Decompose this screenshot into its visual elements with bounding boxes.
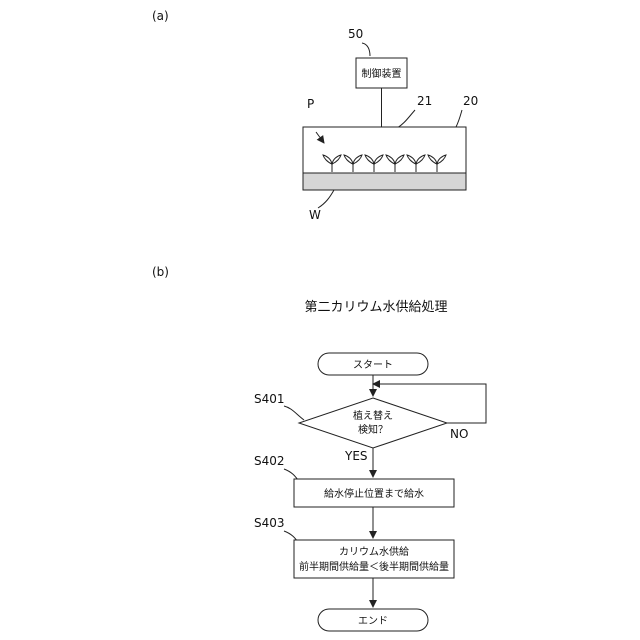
s403-label-line2: 前半期間供給量＜後半期間供給量: [299, 560, 449, 573]
s401-leader-line: [284, 406, 304, 420]
flowchart-title: 第二カリウム水供給処理: [304, 300, 447, 315]
controller-label: 制御装置: [362, 67, 402, 80]
water-ref-label: W: [309, 208, 321, 222]
water-leader-line: [318, 190, 334, 208]
plant-ref-label: P: [307, 97, 314, 111]
container-ref-label: 20: [463, 94, 478, 108]
s402-ref-label: S402: [254, 454, 285, 468]
sensor-ref-label: 21: [417, 94, 432, 108]
controller-ref-label: 50: [348, 27, 363, 41]
s401-label-line2: 検知？: [358, 423, 388, 436]
end-label: エンド: [358, 616, 388, 627]
s401-decision-diamond: [299, 398, 447, 448]
s401-label-line1: 植え替え: [353, 409, 393, 422]
s401-no-label: NO: [450, 427, 468, 441]
s402-leader-line: [284, 469, 298, 480]
s402-label: 給水停止位置まで給水: [324, 487, 424, 500]
s401-yes-label: YES: [344, 449, 368, 463]
sensor-leader-line: [397, 110, 415, 128]
s403-label-line1: カリウム水供給: [339, 545, 409, 558]
start-label: スタート: [353, 359, 393, 371]
s403-ref-label: S403: [254, 516, 285, 530]
panel-label-b: (b): [152, 265, 169, 279]
controller-leader-line: [362, 43, 370, 56]
panel-label-a: (a): [152, 9, 169, 23]
s401-ref-label: S401: [254, 392, 285, 406]
water-layer: [303, 173, 466, 190]
container-leader-line: [456, 110, 462, 127]
